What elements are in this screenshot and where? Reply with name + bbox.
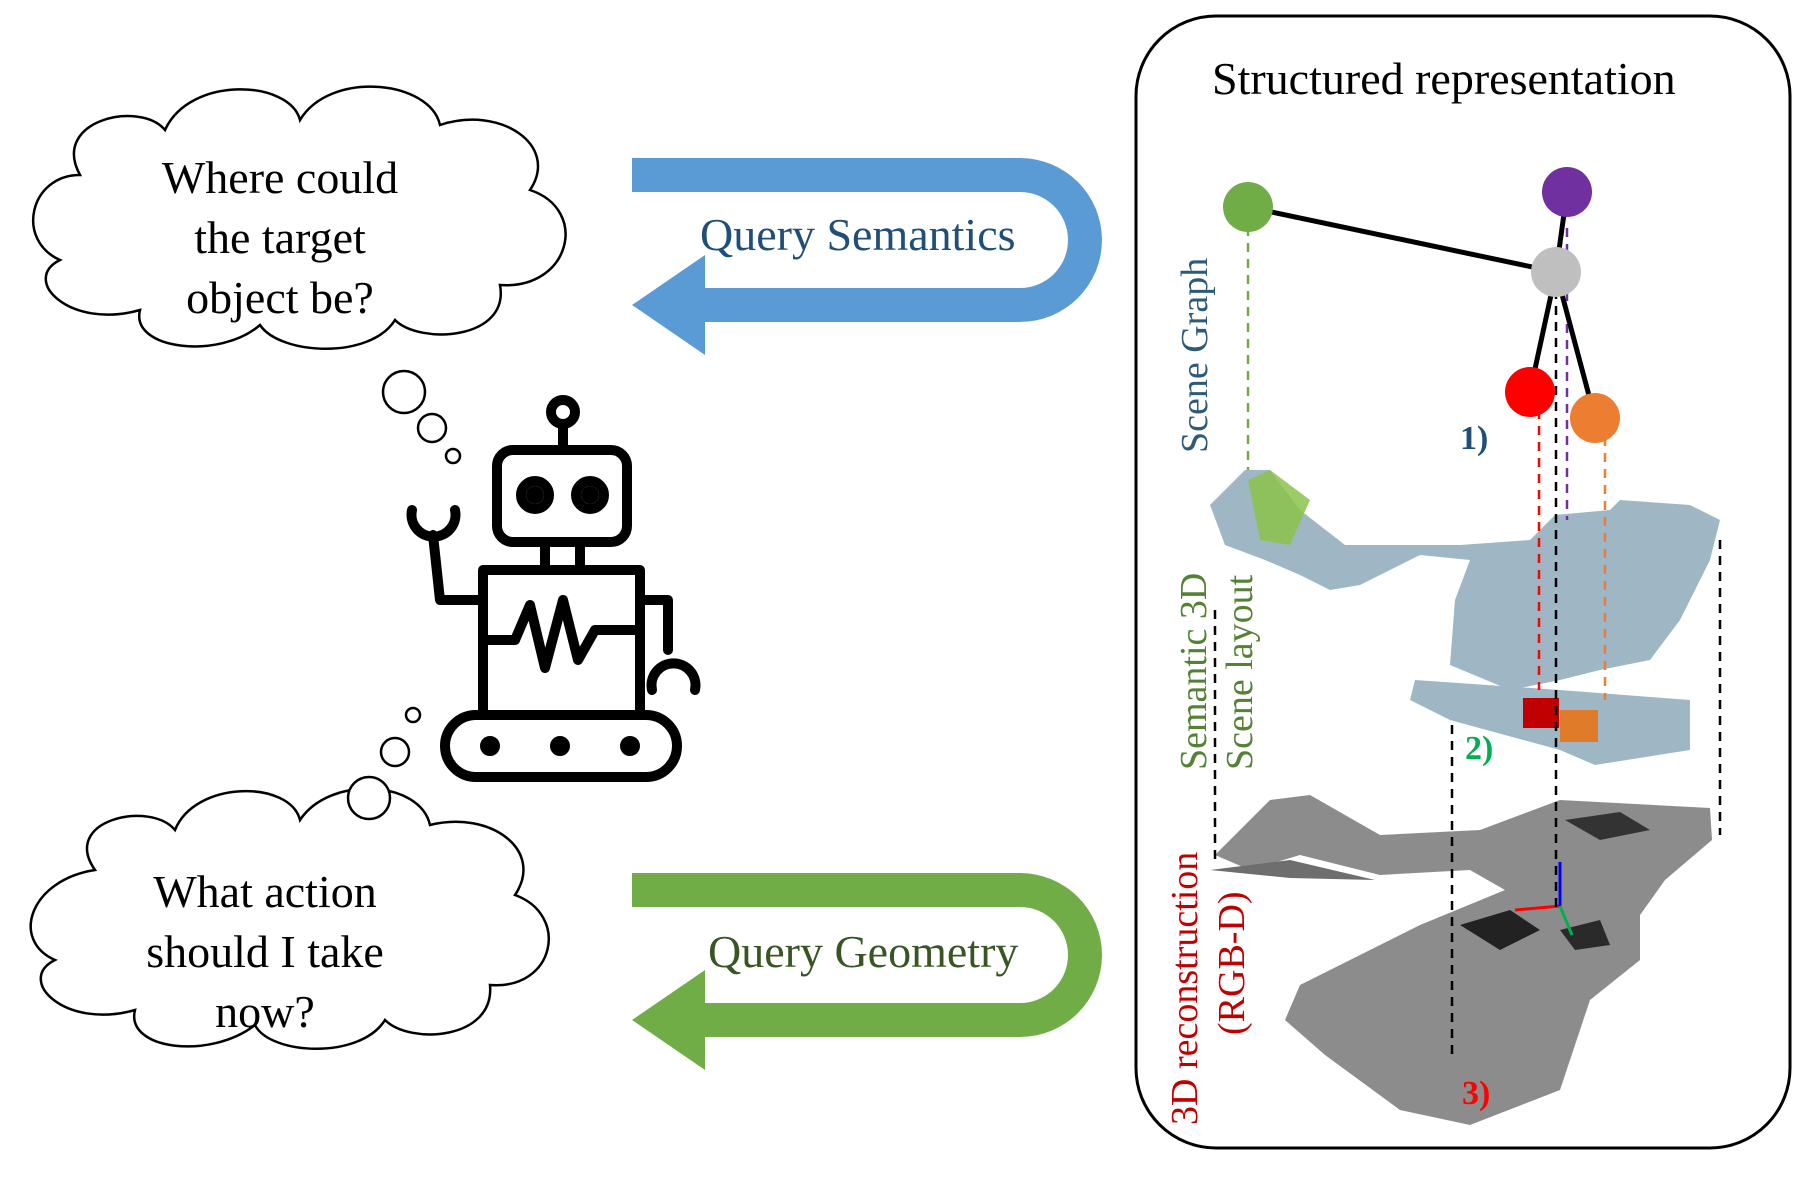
scene-graph-node-green [1223, 182, 1273, 232]
semantic-layout-label-b: Scene layout [1219, 574, 1261, 770]
layer-number-3: 3) [1462, 1075, 1491, 1112]
thought-bubble-bottom-1 [346, 775, 392, 821]
thought-cloud-top [32, 85, 567, 350]
thought-bottom-line1: What action [153, 866, 377, 917]
thought-top-line3: object be? [186, 272, 374, 323]
thought-bubble-top-1 [381, 369, 427, 415]
scene-graph-label: Scene Graph [1174, 257, 1216, 453]
reconstruction-label-b: (RGB-D) [1211, 891, 1253, 1035]
scene-graph-node-gray [1531, 247, 1581, 297]
semantic-layout-label-a: Semantic 3D [1173, 572, 1215, 770]
thought-text-bottom: What action should I take now? [85, 862, 445, 1042]
query-geometry-label: Query Geometry [708, 926, 1019, 977]
scene-graph-node-orange [1570, 393, 1620, 443]
query-semantics-label: Query Semantics [700, 209, 1016, 260]
projection-lines [1213, 227, 1722, 1055]
thought-text-top: Where could the target object be? [100, 148, 460, 328]
reconstruction-layer [1210, 795, 1712, 1125]
robot-icon [406, 395, 701, 782]
query-semantics-arrow [632, 158, 1102, 355]
thought-top-line1: Where could [161, 152, 399, 203]
semantic-layout-layer [1210, 470, 1720, 765]
thought-top-line2: the target [194, 212, 366, 263]
reconstruction-label-a: 3D reconstruction [1164, 851, 1206, 1125]
layer-number-1: 1) [1460, 420, 1489, 457]
scene-graph-node-purple [1542, 167, 1592, 217]
thought-bubble-bottom-3 [404, 706, 422, 724]
thought-bottom-line3: now? [215, 986, 315, 1037]
layer-number-2: 2) [1465, 730, 1494, 767]
query-geometry-arrow [632, 873, 1102, 1070]
panel-title: Structured representation [1212, 53, 1676, 104]
thought-bottom-line2: should I take [146, 926, 384, 977]
scene-graph-node-red [1505, 367, 1555, 417]
thought-bubble-bottom-2 [379, 736, 411, 768]
thought-bubble-top-3 [444, 447, 462, 465]
thought-cloud-bottom [29, 787, 550, 1050]
thought-bubble-top-2 [416, 412, 448, 444]
